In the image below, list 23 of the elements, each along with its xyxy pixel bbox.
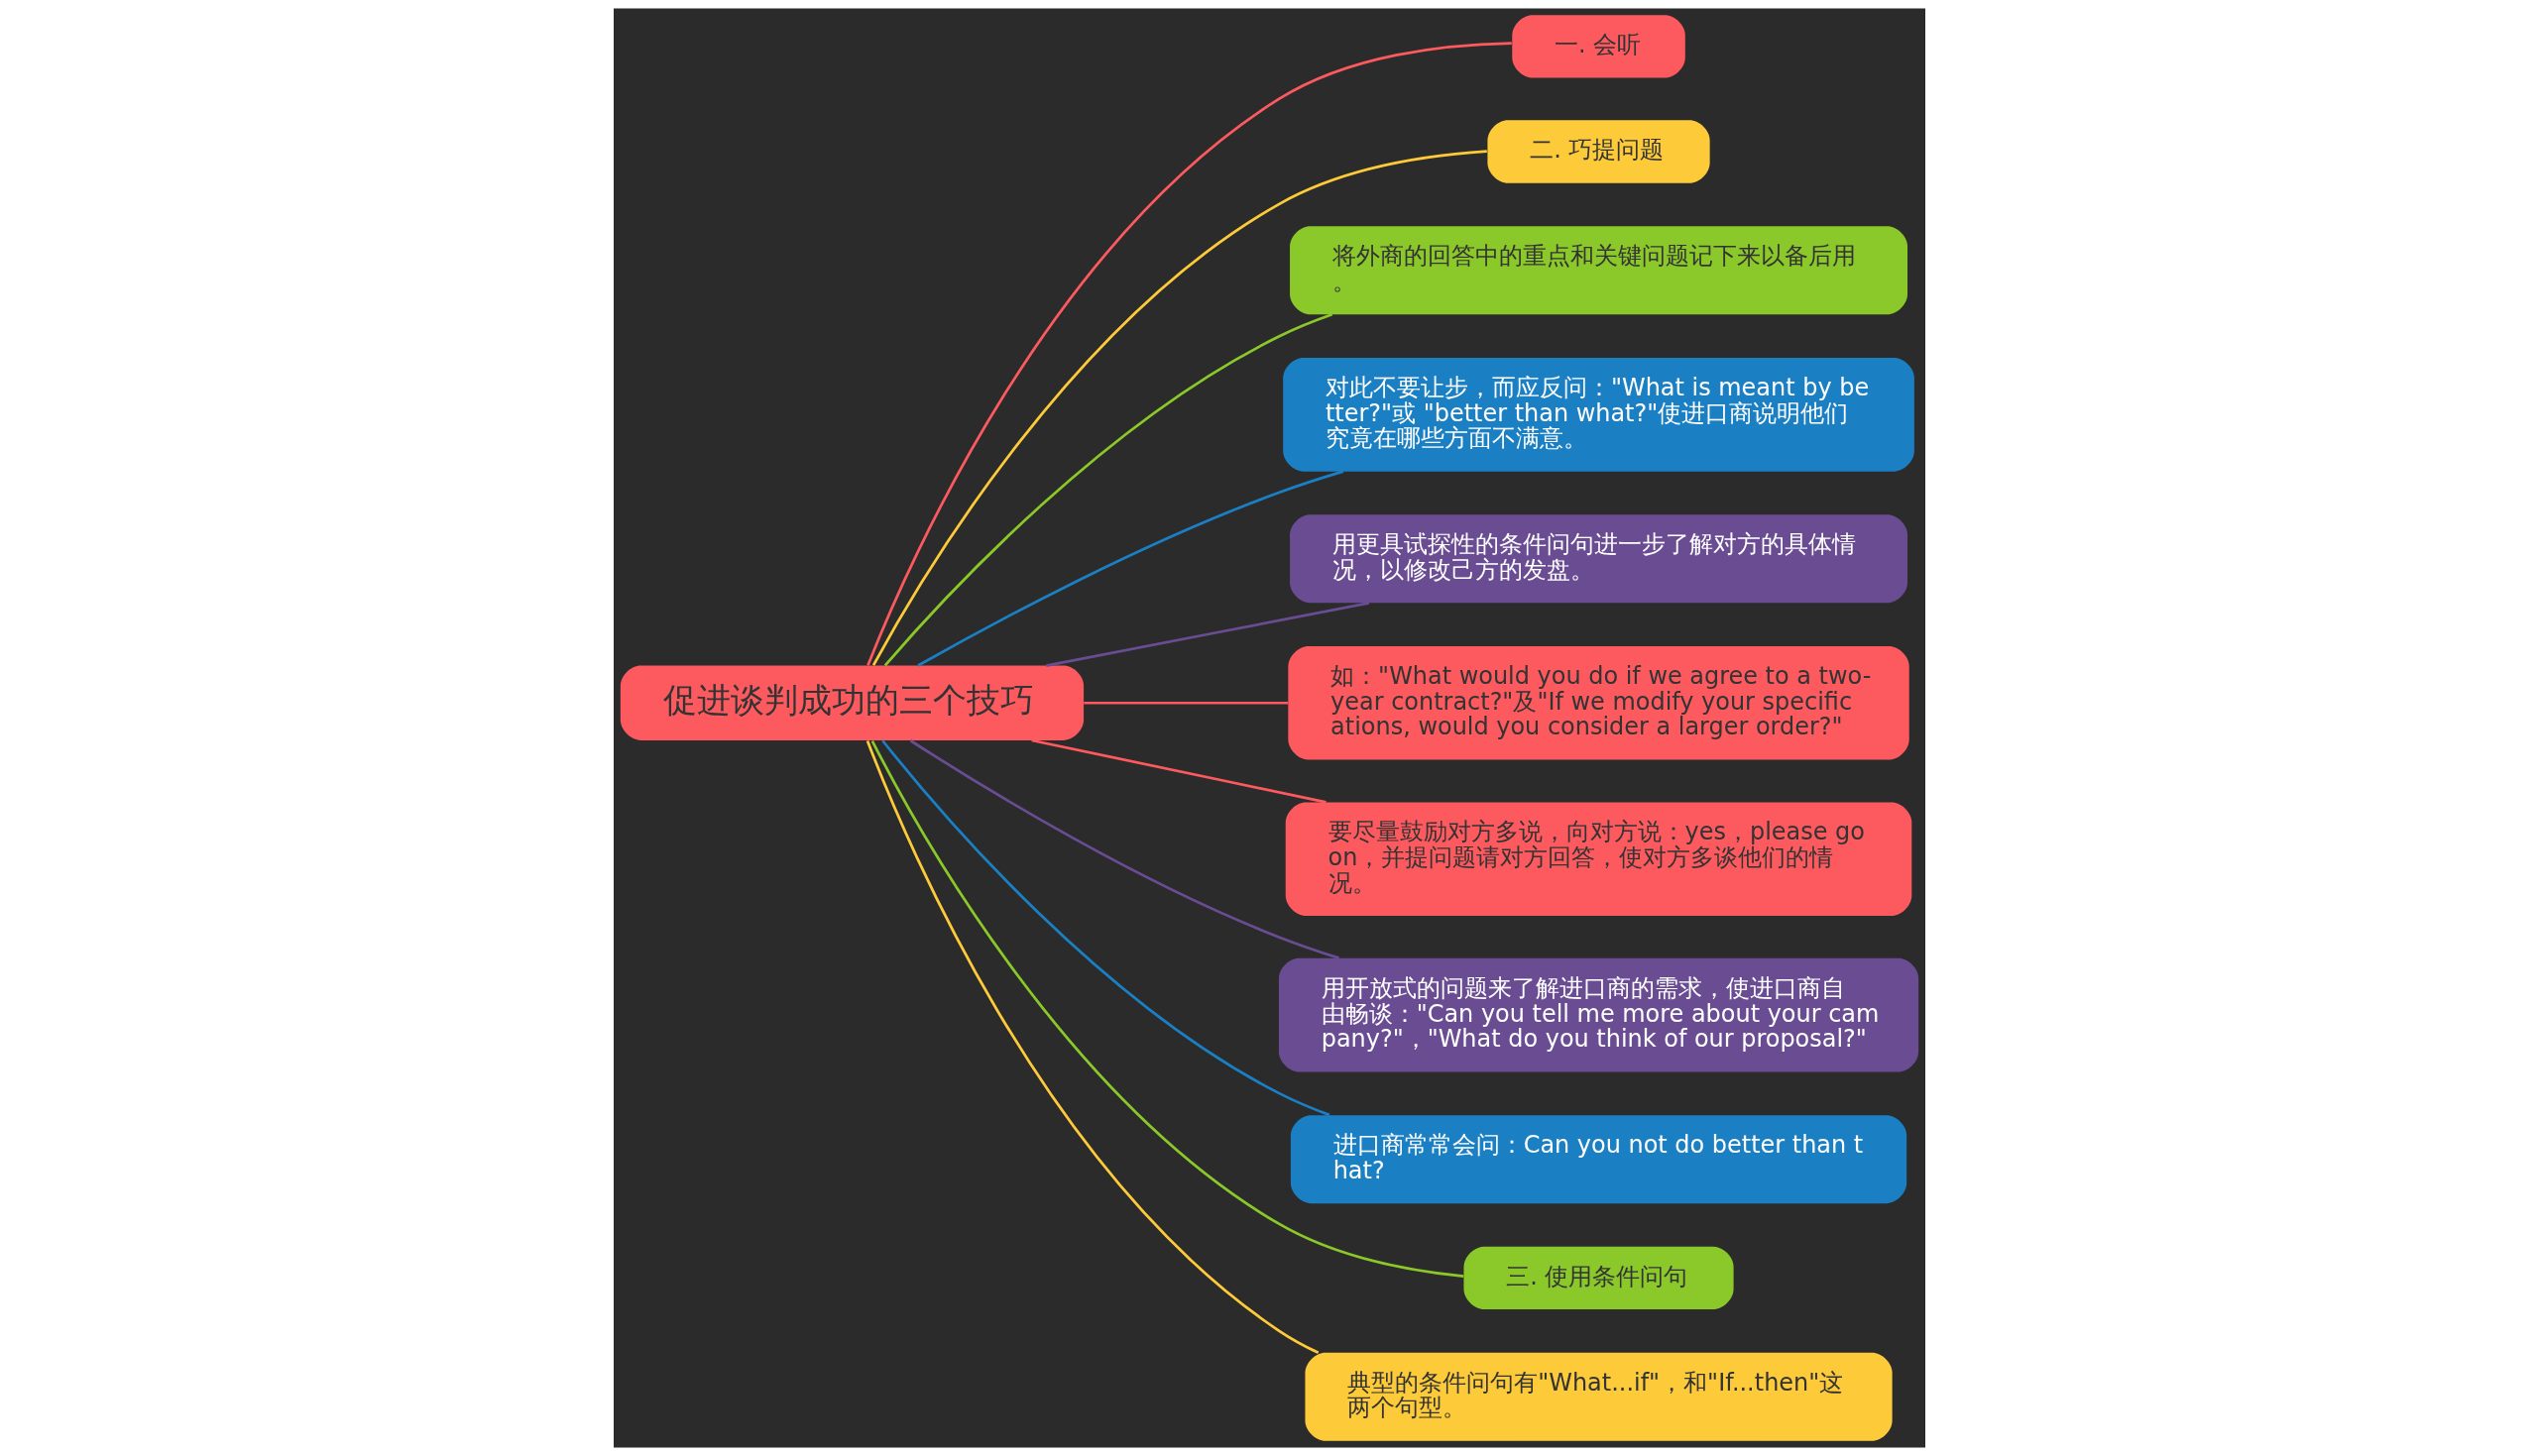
connector bbox=[1030, 738, 1327, 804]
connector bbox=[1083, 701, 1288, 705]
connector bbox=[865, 42, 1512, 666]
node-box: 用更具试探性的条件问句进一步了解对方的具体情况，以修改己方的发盘。 bbox=[1289, 514, 1907, 604]
connector bbox=[871, 150, 1487, 666]
node-box: 对此不要让步，而应反问："What is meant by better?"或 "better than what?"使进口商说明他们究竟在哪些方面不满意。 bbox=[1282, 357, 1914, 472]
node-box: 促进谈判成功的三个技巧 bbox=[620, 665, 1084, 740]
node-box: 如："What would you do if we agree to a two-year contract?"及"If we modify your specifications, would you consider a larger order?" bbox=[1287, 645, 1909, 760]
node-box: 典型的条件问句有"What...if"，和"If...then"这两个句型。 bbox=[1304, 1352, 1893, 1441]
node-box: 将外商的回答中的重点和关键问题记下来以备后用。 bbox=[1289, 226, 1907, 315]
connector bbox=[1045, 602, 1369, 667]
node-box: 用开放式的问题来了解进口商的需求，使进口商自由畅谈："Can you tell me more about your campany?"，"What do you think of our proposal?" bbox=[1278, 957, 1918, 1072]
connector bbox=[909, 739, 1339, 959]
connector bbox=[870, 739, 1463, 1278]
node-box: 要尽量鼓励对方多说，向对方说：yes，please go on，并提问题请对方回答，使对方多谈他们的情况。 bbox=[1285, 802, 1911, 917]
node-box: 三. 使用条件问句 bbox=[1462, 1246, 1734, 1310]
connector bbox=[865, 739, 1319, 1354]
connector bbox=[916, 470, 1343, 667]
node-box: 进口商常常会问：Can you not do better than that? bbox=[1290, 1115, 1906, 1204]
node-box: 二. 巧提问题 bbox=[1486, 120, 1710, 183]
node-box: 一. 会听 bbox=[1511, 15, 1685, 78]
connector bbox=[880, 739, 1329, 1117]
connector bbox=[883, 313, 1332, 667]
